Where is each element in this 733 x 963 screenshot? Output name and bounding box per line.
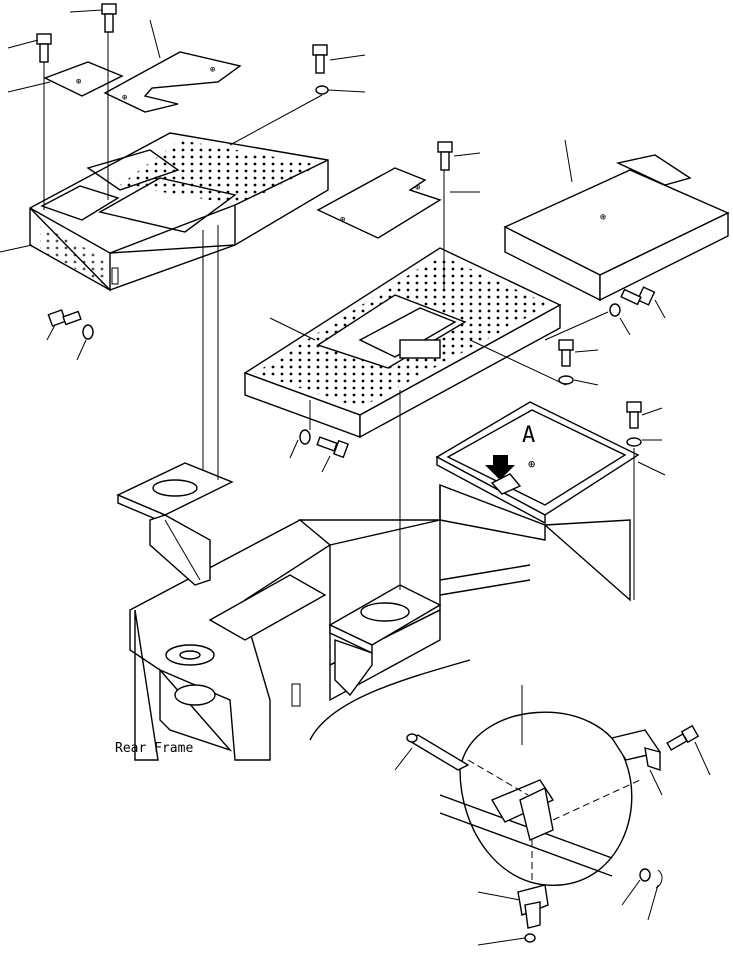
rear-frame-label: Rear Frame bbox=[115, 741, 193, 756]
detail-lock-body bbox=[517, 884, 549, 929]
battery-box-cover: ⊕ bbox=[503, 154, 730, 302]
plate-mark-4: ⊕ bbox=[340, 215, 345, 225]
cover-latch bbox=[490, 473, 522, 495]
detail-striker bbox=[610, 729, 662, 771]
leader-lines bbox=[0, 9, 666, 476]
cover-latch-left bbox=[111, 267, 119, 285]
alignment-lines bbox=[43, 32, 635, 600]
detail-bolt bbox=[666, 724, 700, 751]
detail-view-lock bbox=[394, 685, 711, 946]
cover-plate-large: ⊕ ⊕ bbox=[103, 51, 242, 113]
left-floor-cover bbox=[29, 132, 329, 292]
bolt-1 bbox=[101, 3, 117, 33]
bolt-5 bbox=[47, 309, 82, 327]
frame-pivot-2 bbox=[174, 684, 216, 706]
cover-mark: ⊕ bbox=[528, 457, 535, 471]
washer-4 bbox=[558, 375, 574, 385]
detail-clip bbox=[655, 869, 663, 889]
center-opening bbox=[399, 339, 441, 359]
cover-plate-center: ⊕ ⊕ bbox=[316, 167, 442, 239]
cover-plate-small: ⊕ bbox=[43, 61, 124, 97]
plate-mark-5: ⊕ bbox=[415, 183, 420, 193]
bolt-4 bbox=[437, 141, 453, 171]
plate-mark-1: ⊕ bbox=[76, 77, 81, 87]
inspection-cover: A ⊕ bbox=[435, 401, 640, 525]
box-mark: ⊕ bbox=[600, 212, 606, 223]
detail-washer bbox=[524, 933, 536, 943]
perforated-panel-side-left bbox=[40, 225, 105, 285]
washer-5 bbox=[626, 437, 642, 447]
plate-mark-3: ⊕ bbox=[122, 93, 127, 103]
washer-2 bbox=[82, 324, 94, 340]
bolt-7 bbox=[558, 339, 574, 367]
left-mount-bracket bbox=[116, 462, 234, 586]
bolt-3 bbox=[312, 44, 328, 74]
washer-1 bbox=[315, 85, 329, 95]
bolt-2 bbox=[36, 33, 52, 63]
bolt-9 bbox=[316, 436, 349, 459]
bracket-slot-1 bbox=[152, 479, 198, 497]
center-floor-cover bbox=[243, 247, 562, 439]
bracket-slot-2 bbox=[360, 602, 410, 622]
washer-3 bbox=[609, 303, 621, 317]
right-mount-bracket bbox=[328, 584, 442, 697]
plate-mark-2: ⊕ bbox=[210, 65, 215, 75]
washer-6 bbox=[299, 429, 311, 445]
detail-pin bbox=[406, 733, 470, 771]
frame-latch bbox=[291, 683, 301, 707]
detail-nut bbox=[639, 868, 651, 882]
frame-pivot-1 bbox=[165, 644, 215, 666]
view-marker-a: A bbox=[522, 423, 535, 448]
view-arrow-icon bbox=[485, 455, 515, 480]
bolt-8 bbox=[626, 401, 642, 429]
bolt-6 bbox=[620, 286, 656, 306]
perforated-panel-top-left bbox=[120, 140, 320, 205]
